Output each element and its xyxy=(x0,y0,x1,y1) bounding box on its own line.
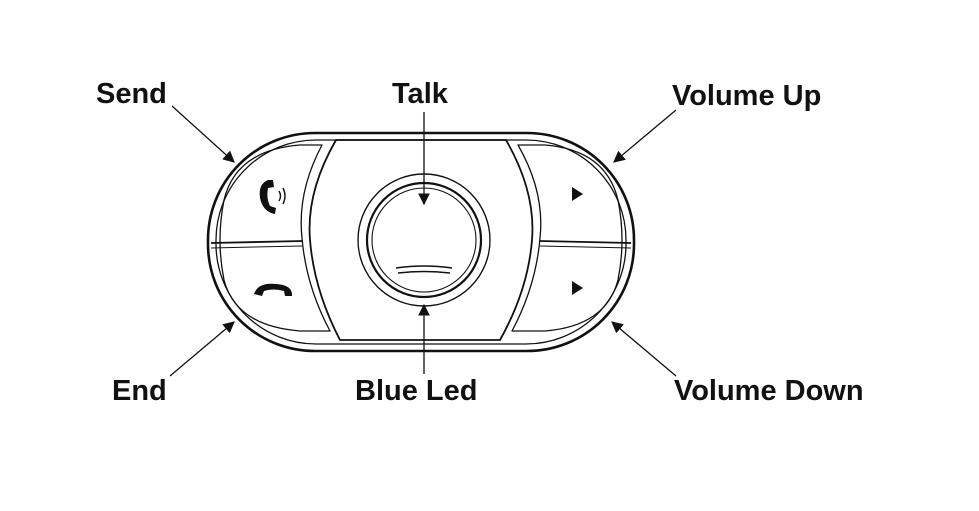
leader-arrows xyxy=(169,105,677,377)
volume-up-icon xyxy=(572,187,583,201)
talk-label: Talk xyxy=(392,78,448,110)
left-key-divider-shadow xyxy=(210,245,303,249)
device-body xyxy=(206,131,636,353)
send-label: Send xyxy=(96,78,167,110)
send-arrow xyxy=(171,105,235,163)
left-key-divider xyxy=(210,240,304,244)
volume-down-icon xyxy=(572,281,583,295)
volume-up-arrow xyxy=(613,109,677,163)
volume-down-label: Volume Down xyxy=(674,375,864,407)
volume-down-arrow xyxy=(611,321,677,377)
right-key-divider xyxy=(539,240,632,244)
send-end-key-outline xyxy=(219,144,331,332)
end-arrow xyxy=(169,321,235,377)
talk-panel-outline xyxy=(308,139,534,341)
volume-key-outline xyxy=(511,144,623,332)
blue-led-label: Blue Led xyxy=(355,375,478,407)
end-label: End xyxy=(112,375,167,407)
right-key-divider-shadow xyxy=(539,245,632,249)
volume-up-label: Volume Up xyxy=(672,80,822,112)
send-icon xyxy=(259,180,286,214)
end-icon xyxy=(254,283,293,296)
blue-led-light-pipe xyxy=(395,265,453,274)
